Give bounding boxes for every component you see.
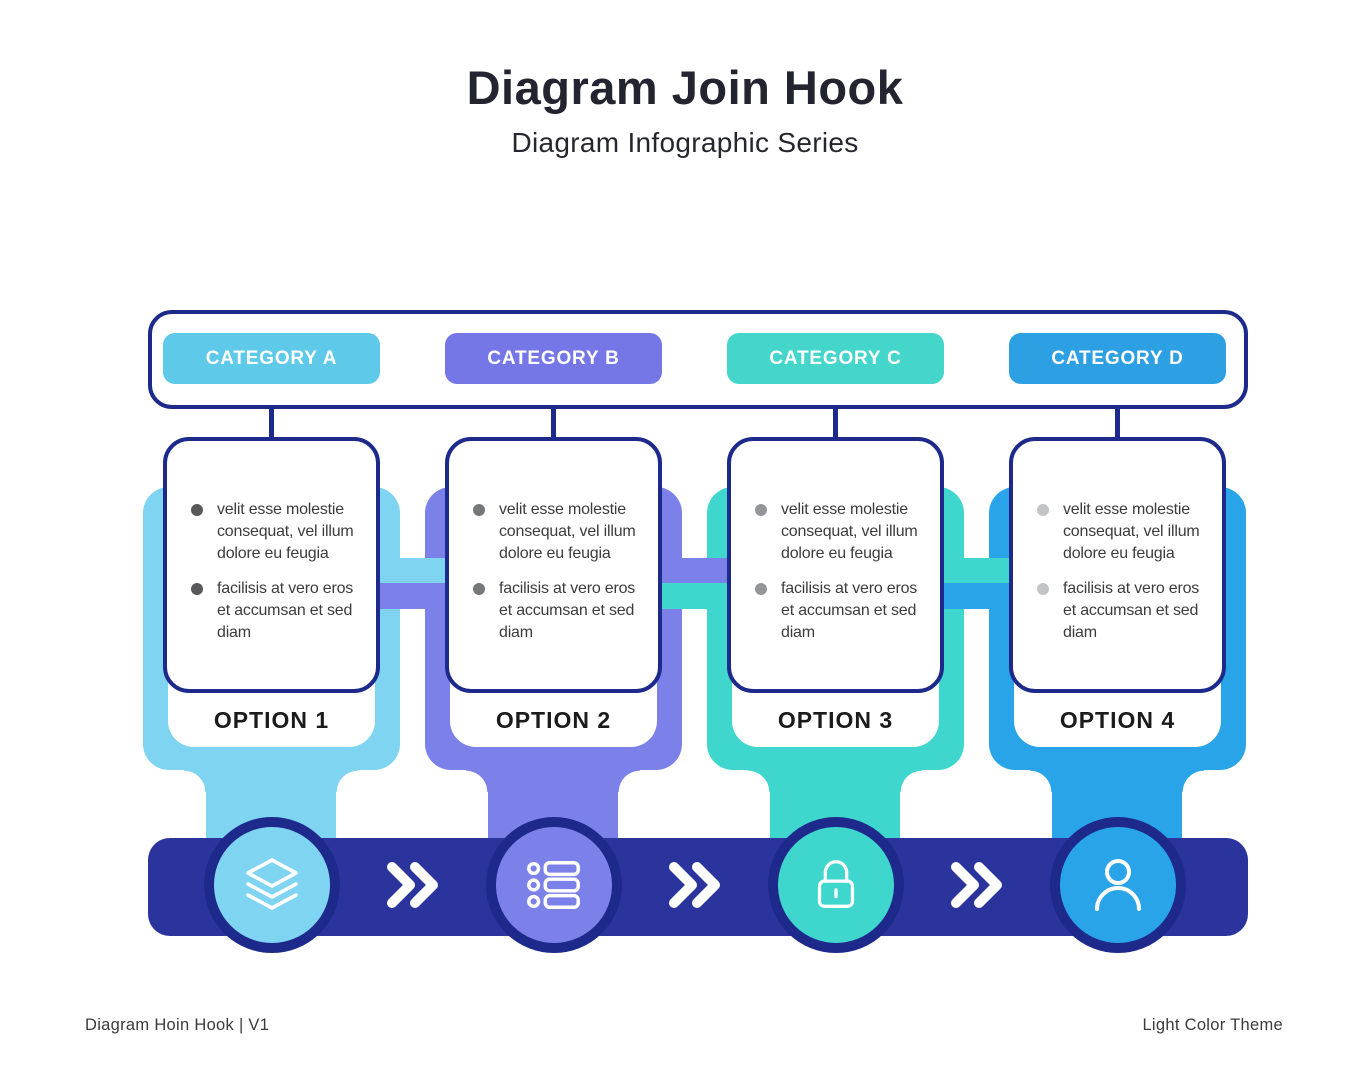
category-pill-d: CATEGORY D (1009, 333, 1226, 384)
list-item: facilisis at vero eros et accumsan et se… (753, 578, 932, 644)
list-item: velit esse molestie consequat, vel illum… (471, 499, 650, 565)
connector-line-1 (269, 407, 274, 440)
double-chevron-icon (950, 862, 1002, 908)
option-card-4: velit esse molestie consequat, vel illum… (1009, 437, 1226, 693)
list-item: facilisis at vero eros et accumsan et se… (1035, 578, 1214, 644)
page-subtitle: Diagram Infographic Series (511, 127, 859, 158)
hook-band (944, 558, 1009, 583)
hook-band (662, 558, 727, 583)
option-label-1: OPTION 1 (213, 707, 330, 733)
step-circle-4 (1049, 817, 1186, 953)
funnel-fillet (184, 770, 206, 792)
funnel-fillet (1030, 770, 1052, 792)
funnel-fillet (618, 770, 640, 792)
double-chevron-icon (386, 862, 438, 908)
connector-line-3 (833, 407, 838, 440)
bullet-dot (473, 583, 485, 595)
bullet-dot (191, 504, 203, 516)
option-card-2: velit esse molestie consequat, vel illum… (445, 437, 662, 693)
layers-icon (245, 858, 298, 910)
bullet-dot (473, 504, 485, 516)
step-circle-1 (203, 817, 340, 953)
user-icon (1094, 859, 1141, 911)
bullet-list: velit esse molestie consequat, vel illum… (753, 499, 932, 644)
connector-line-2 (551, 407, 556, 440)
list-item: velit esse molestie consequat, vel illum… (1035, 499, 1214, 565)
option-label-4: OPTION 4 (1059, 707, 1176, 733)
category-pill-b: CATEGORY B (445, 333, 662, 384)
bullet-dot (1037, 504, 1049, 516)
list-icon (526, 860, 580, 910)
lock-icon (817, 860, 854, 908)
funnel-fillet (748, 770, 770, 792)
hook-band (944, 583, 1009, 609)
hook-band (380, 583, 445, 609)
funnel-fillet (336, 770, 358, 792)
footer-theme-text: Light Color Theme (1142, 1016, 1283, 1034)
category-pill-a: CATEGORY A (163, 333, 380, 384)
bullet-dot (755, 504, 767, 516)
funnel-fillet (900, 770, 922, 792)
category-pill-c: CATEGORY C (727, 333, 944, 384)
bullet-list: velit esse molestie consequat, vel illum… (471, 499, 650, 644)
step-circle-2 (485, 817, 622, 953)
list-item: velit esse molestie consequat, vel illum… (753, 499, 932, 565)
connector-line-4 (1115, 407, 1120, 440)
list-item: velit esse molestie consequat, vel illum… (189, 499, 368, 565)
bullet-dot (191, 583, 203, 595)
list-item: facilisis at vero eros et accumsan et se… (189, 578, 368, 644)
funnel-fillet (466, 770, 488, 792)
option-label-3: OPTION 3 (777, 707, 894, 733)
bullet-dot (1037, 583, 1049, 595)
bullet-dot (755, 583, 767, 595)
step-circle-3 (767, 817, 904, 953)
funnel-fillet (1182, 770, 1204, 792)
double-chevron-icon (668, 862, 720, 908)
bullet-list: velit esse molestie consequat, vel illum… (189, 499, 368, 644)
bullet-list: velit esse molestie consequat, vel illum… (1035, 499, 1214, 644)
hook-band (380, 558, 445, 583)
page-title: Diagram Join Hook (466, 61, 904, 114)
option-card-1: velit esse molestie consequat, vel illum… (163, 437, 380, 693)
list-item: facilisis at vero eros et accumsan et se… (471, 578, 650, 644)
hook-band (662, 583, 727, 609)
option-card-3: velit esse molestie consequat, vel illum… (727, 437, 944, 693)
footer-version-text: Diagram Hoin Hook | V1 (85, 1016, 270, 1034)
option-label-2: OPTION 2 (495, 707, 612, 733)
